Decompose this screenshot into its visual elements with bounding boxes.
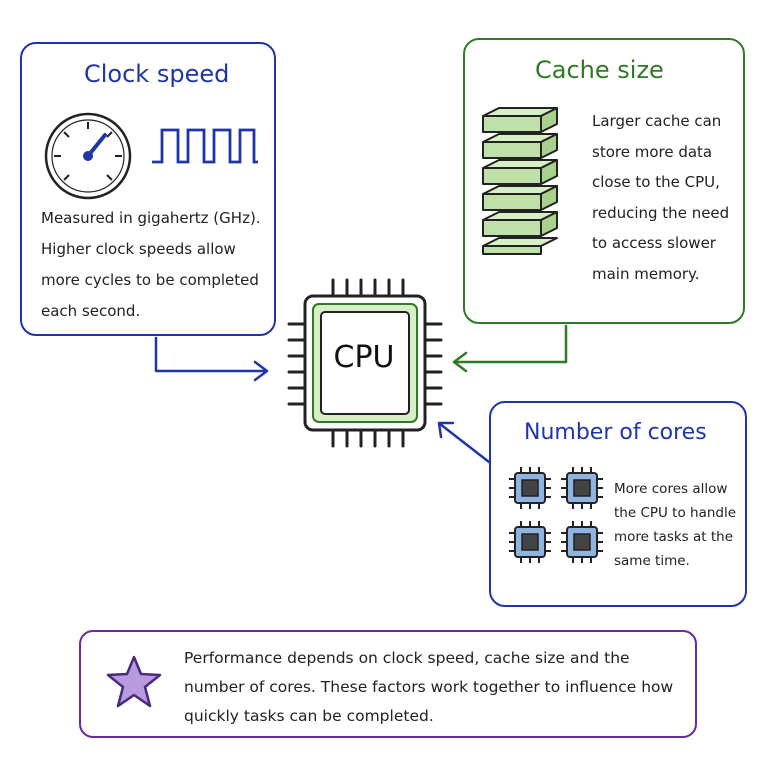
speedometer-icon <box>44 112 132 200</box>
clock-speed-title: Clock speed <box>84 60 230 88</box>
cpu-chip-icon <box>287 278 443 448</box>
arrow-cores-to-cpu <box>438 422 491 464</box>
summary-text: Performance depends on clock speed, cach… <box>184 649 674 725</box>
star-icon <box>106 655 162 708</box>
arrow-clock-to-cpu-head <box>253 360 269 382</box>
core-chip-icon <box>509 521 551 563</box>
core-chip-icon <box>561 521 603 563</box>
arrow-cache-to-cpu-head <box>452 351 468 373</box>
number-of-cores-card: Number of cores More cores allow the CPU… <box>489 401 747 607</box>
cache-size-description: Larger cache can store more data close t… <box>592 112 730 283</box>
clock-speed-description: Measured in gigahertz (GHz). Higher cloc… <box>41 209 261 320</box>
cache-stack-icon <box>482 107 558 255</box>
core-chip-icon <box>509 467 551 509</box>
number-of-cores-description: More cores allow the CPU to handle more … <box>614 481 737 569</box>
cache-size-card: Cache size Larger cache can store more d… <box>463 38 745 324</box>
arrow-clock-to-cpu <box>154 336 268 373</box>
number-of-cores-title: Number of cores <box>524 420 707 445</box>
arrow-cores-to-cpu-head <box>437 421 455 439</box>
summary-card: Performance depends on clock speed, cach… <box>79 630 697 738</box>
arrow-cache-to-cpu <box>453 324 568 364</box>
cache-size-title: Cache size <box>535 56 664 84</box>
cpu-label: CPU <box>333 340 395 375</box>
clock-speed-card: Clock speed Measured in gigahertz (GHz).… <box>20 42 276 336</box>
core-chip-icon <box>561 467 603 509</box>
square-wave-icon <box>152 128 258 164</box>
